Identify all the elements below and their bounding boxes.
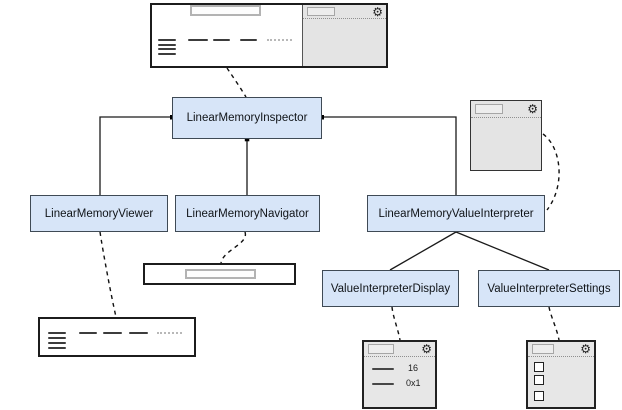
panel-input-mock[interactable]: [532, 344, 554, 354]
byte-group-dash: [103, 332, 122, 334]
checkbox[interactable]: [534, 391, 544, 401]
node-label: LinearMemoryInspector: [186, 112, 308, 124]
ascii-dots: [157, 332, 182, 334]
settings-mockup: ⚙: [526, 340, 596, 409]
edge-inspector-interpreter: [322, 116, 457, 195]
edge-panelmockup-interpreter: [542, 133, 560, 211]
address-input-mock[interactable]: [190, 5, 261, 16]
value-text: 16: [408, 363, 419, 373]
edge-inspector-viewer: [99, 116, 172, 195]
byte-group-dash: [188, 39, 208, 41]
gear-icon[interactable]: ⚙: [527, 102, 538, 116]
panel-input-mock[interactable]: [368, 344, 394, 354]
value-type-dash: [372, 383, 394, 385]
value-type-dash: [372, 368, 394, 370]
panel-input-mock[interactable]: [475, 104, 503, 114]
edge-settings-settingsmockup: [548, 306, 560, 341]
memory-rows-mockup: [38, 317, 196, 357]
panel-input-mock[interactable]: [307, 7, 335, 16]
byte-group-dash: [240, 39, 257, 41]
node-value-interpreter-settings: ValueInterpreterSettings: [478, 270, 620, 307]
checkbox[interactable]: [534, 375, 544, 385]
value-text: 0x1: [406, 378, 421, 388]
gear-icon[interactable]: ⚙: [580, 342, 591, 356]
node-value-interpreter-display: ValueInterpreterDisplay: [322, 270, 459, 307]
node-label: ValueInterpreterSettings: [487, 282, 611, 295]
node-linear-memory-inspector: LinearMemoryInspector: [172, 97, 322, 139]
edge-topmockup-inspector: [226, 67, 247, 98]
address-input-mock[interactable]: [185, 269, 256, 279]
node-label: ValueInterpreterDisplay: [330, 282, 451, 295]
navigator-bar-mockup: [143, 263, 296, 285]
node-label: LinearMemoryViewer: [44, 207, 154, 220]
panel-header-divider: [364, 356, 435, 357]
panel-header-divider: [528, 356, 594, 357]
gear-icon[interactable]: ⚙: [372, 5, 383, 19]
byte-group-dash: [79, 332, 97, 334]
byte-group-dash: [213, 39, 230, 41]
memory-inspector-mockup: ⚙: [150, 3, 388, 68]
panel-header-divider: [303, 18, 386, 19]
edge-interpreter-display: [389, 231, 457, 271]
node-linear-memory-navigator: LinearMemoryNavigator: [175, 195, 320, 232]
checkbox[interactable]: [534, 362, 544, 372]
edge-navigator-barmockup: [220, 231, 246, 264]
interpreter-panel-mockup: ⚙: [470, 100, 542, 171]
node-linear-memory-value-interpreter: LinearMemoryValueInterpreter: [367, 195, 545, 232]
ascii-dots: [267, 39, 292, 41]
edge-interpreter-settings: [455, 231, 550, 271]
byte-group-dash: [129, 332, 148, 334]
node-linear-memory-viewer: LinearMemoryViewer: [30, 195, 168, 232]
node-label: LinearMemoryNavigator: [186, 207, 309, 220]
node-label: LinearMemoryValueInterpreter: [378, 207, 534, 220]
edge-display-displaymockup: [391, 306, 401, 341]
edge-viewer-rowsmockup: [99, 231, 117, 318]
gear-icon[interactable]: ⚙: [421, 342, 432, 356]
display-mockup: ⚙ 16 0x1: [362, 340, 437, 409]
side-panel-mock: ⚙: [302, 5, 386, 66]
panel-header-divider: [471, 117, 541, 118]
